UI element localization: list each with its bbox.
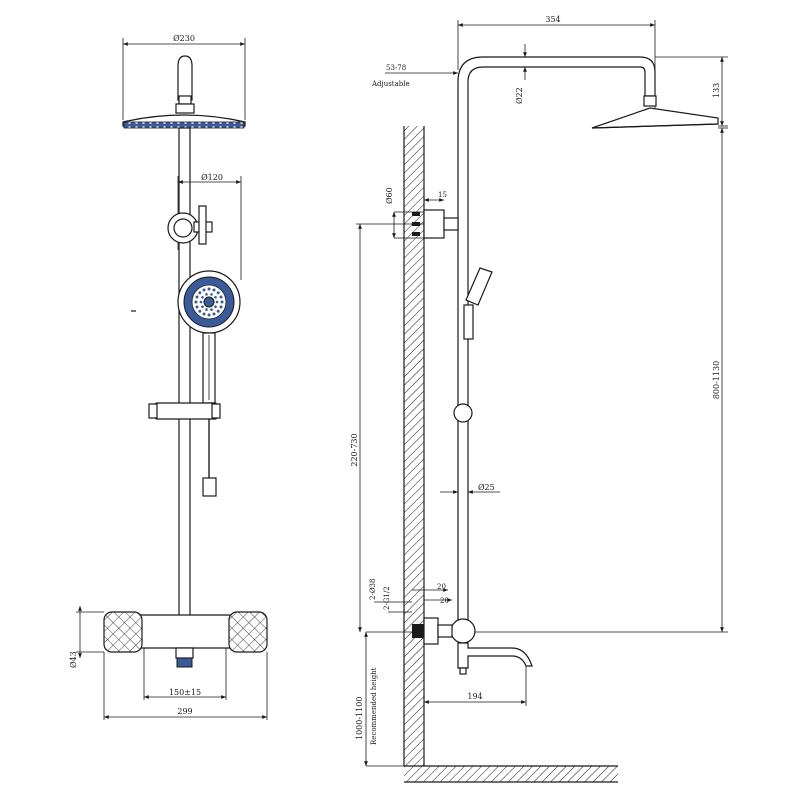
nozzle-dot [210, 293, 213, 296]
offset-20b-label: 20 [440, 597, 449, 605]
inlet-spacing-label: 150±15 [169, 688, 201, 697]
recommended-height-dimension: 1000-1100 Recommended height [355, 632, 404, 767]
shower-height-dimension: 800-1130 [470, 127, 728, 633]
rail-diameter-dimension: Ø25 [440, 483, 500, 494]
pipe-diameter-dimension: Ø43 [69, 606, 104, 668]
nozzle-dot [219, 305, 223, 309]
nozzle-dot [214, 296, 217, 299]
thermostatic-mixer-front [103, 611, 268, 668]
head-diameter-dimension: Ø230 [122, 34, 246, 120]
nozzle-dot [216, 291, 220, 295]
mixer-width-label: 299 [177, 707, 192, 716]
head-diameter-label: Ø230 [173, 34, 195, 43]
adjustable-label: Adjustable [371, 80, 410, 88]
nozzle-dot [201, 296, 204, 299]
recommended-height-value: 1000-1100 [355, 697, 364, 740]
hand-shower-side [453, 267, 493, 423]
nozzle-dot [219, 295, 223, 299]
recommended-height-text: Recommended height [370, 667, 378, 745]
side-view: 354 53-78 Adjustable Ø22 133 [350, 15, 728, 783]
left-knurled-handle [103, 611, 143, 653]
inlet-dimensions: 2-Ø38 2-G1/2 20 20 [366, 579, 452, 633]
bracket-depth-label: 15 [438, 191, 447, 199]
head-drop-dimension: 133 [655, 56, 728, 127]
nozzle-dot [220, 300, 224, 304]
inlet-thread-label: 2-G1/2 [383, 586, 391, 610]
arm-diameter-label: Ø22 [515, 87, 524, 104]
arm-length-label: 354 [545, 15, 560, 24]
nozzle-dot [198, 291, 202, 295]
spout-length-dimension: 194 [424, 666, 527, 706]
nozzle-dot [216, 309, 220, 313]
nozzle-dot [212, 288, 216, 292]
riser-and-arm-side [457, 56, 656, 621]
nozzle-dot [202, 288, 206, 292]
front-view: Ø230 Ø120 [69, 34, 268, 720]
bracket-height-dimension: 220-730 [350, 223, 424, 632]
nozzle-dot [202, 312, 206, 316]
slider-holder-front [148, 402, 221, 420]
riser-pipe-front [178, 127, 191, 619]
nozzle-dot [205, 308, 208, 311]
mixer-width-dimension: 299 [103, 652, 268, 720]
nozzle-dot [201, 305, 204, 309]
head-connector-front [178, 95, 192, 105]
shower-height-label: 800-1130 [712, 361, 721, 399]
nozzle-dot [215, 300, 219, 304]
nozzle-dot [194, 300, 198, 304]
arm-diameter-dimension: Ø22 [515, 44, 527, 104]
head-drop-label: 133 [712, 83, 721, 98]
rail-diameter-label: Ø25 [478, 483, 495, 492]
inlet-spacing-dimension: 150±15 [143, 648, 227, 700]
spout-length-label: 194 [467, 692, 482, 701]
nozzle-dot [207, 287, 211, 291]
nozzle-dot [214, 305, 217, 309]
nozzle-dot [195, 295, 199, 299]
nozzle-dot [210, 308, 213, 311]
hand-shower-front [177, 270, 241, 404]
right-knurled-handle [228, 611, 268, 653]
bracket-range-dimension: 53-78 Adjustable [371, 64, 458, 88]
shower-arm-front [177, 55, 193, 101]
pipe-diameter-label: Ø43 [69, 651, 78, 668]
nozzle-dot [212, 312, 216, 316]
bath-spout-side [457, 642, 533, 669]
nozzle-dot [198, 309, 202, 313]
nozzle-dot [205, 293, 208, 296]
nozzle-dot [199, 300, 203, 304]
head-connector-side [643, 95, 657, 107]
wall-bracket-front [167, 205, 213, 245]
floor [404, 765, 618, 783]
handheld-diameter-label: Ø120 [201, 173, 223, 182]
offset-20a-label: 20 [437, 583, 446, 591]
nozzle-dot [195, 305, 199, 309]
mixer-side [412, 617, 533, 675]
bracket-height-label: 220-730 [350, 433, 359, 466]
bracket-range-label: 53-78 [386, 64, 406, 72]
nozzle-dot [207, 313, 211, 317]
overhead-shower-head-front [122, 114, 246, 129]
inlet-holes-label: 2-Ø38 [369, 579, 377, 600]
bracket-diameter-label: Ø60 [385, 187, 394, 204]
